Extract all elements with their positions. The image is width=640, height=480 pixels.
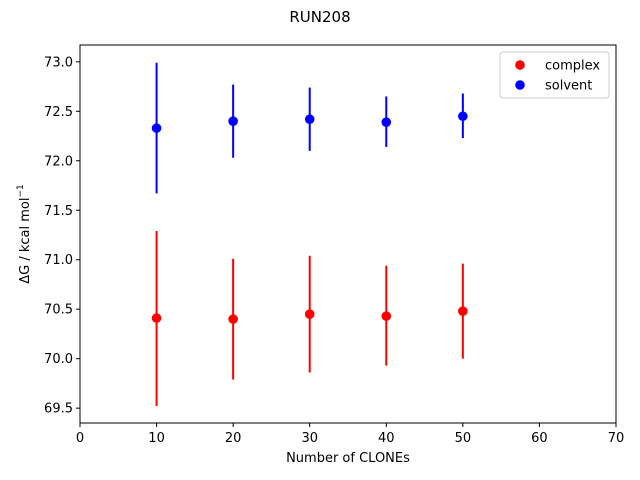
plot-area <box>79 44 617 424</box>
complex-point <box>304 309 315 319</box>
y-tick-label: 72.5 <box>44 105 73 120</box>
x-tick-label: 50 <box>455 431 472 446</box>
y-axis-label-main: ΔG / kcal mol <box>18 198 33 284</box>
legend-box <box>499 51 610 99</box>
y-tick-label: 71.0 <box>44 253 73 268</box>
x-tick-label: 20 <box>225 431 242 446</box>
x-tick-label: 0 <box>76 431 84 446</box>
y-tick-label: 72.0 <box>44 154 73 169</box>
y-tick-label: 71.5 <box>44 204 73 219</box>
y-axis-label: ΔG / kcal mol−1 <box>16 184 33 284</box>
y-tick-label: 70.0 <box>44 352 73 367</box>
svg-text:ΔG / kcal mol−1: ΔG / kcal mol−1 <box>16 184 33 284</box>
y-tick-label: 73.0 <box>44 55 73 70</box>
legend-marker-complex <box>515 60 525 70</box>
solvent-point <box>458 111 468 122</box>
y-axis: 69.5 70.0 70.5 71.0 71.5 72.0 72.5 73.0 <box>44 55 80 417</box>
solvent-point <box>304 114 315 125</box>
y-tick-label: 70.5 <box>44 303 73 318</box>
legend: complex solvent <box>499 51 610 99</box>
x-tick-label: 40 <box>378 431 395 446</box>
x-tick-label: 60 <box>531 431 548 446</box>
solvent-point <box>381 117 392 127</box>
x-tick-label: 70 <box>608 431 625 446</box>
y-axis-label-superscript: −1 <box>16 184 26 197</box>
legend-label-solvent: solvent <box>545 79 592 94</box>
legend-marker-solvent <box>515 80 525 90</box>
solvent-point <box>151 123 162 133</box>
complex-point <box>151 313 162 323</box>
y-tick-label: 69.5 <box>44 402 73 417</box>
x-axis-label: Number of CLONEs <box>286 451 410 466</box>
complex-point <box>381 311 392 321</box>
x-axis: 0 10 20 30 40 50 60 70 <box>76 423 624 446</box>
complex-point <box>228 314 238 324</box>
x-tick-label: 10 <box>148 431 165 446</box>
chart-title: RUN208 <box>289 8 350 26</box>
data-marks <box>151 62 468 407</box>
complex-point <box>458 306 468 316</box>
x-tick-label: 30 <box>301 431 318 446</box>
solvent-point <box>228 116 238 126</box>
legend-label-complex: complex <box>545 59 600 74</box>
